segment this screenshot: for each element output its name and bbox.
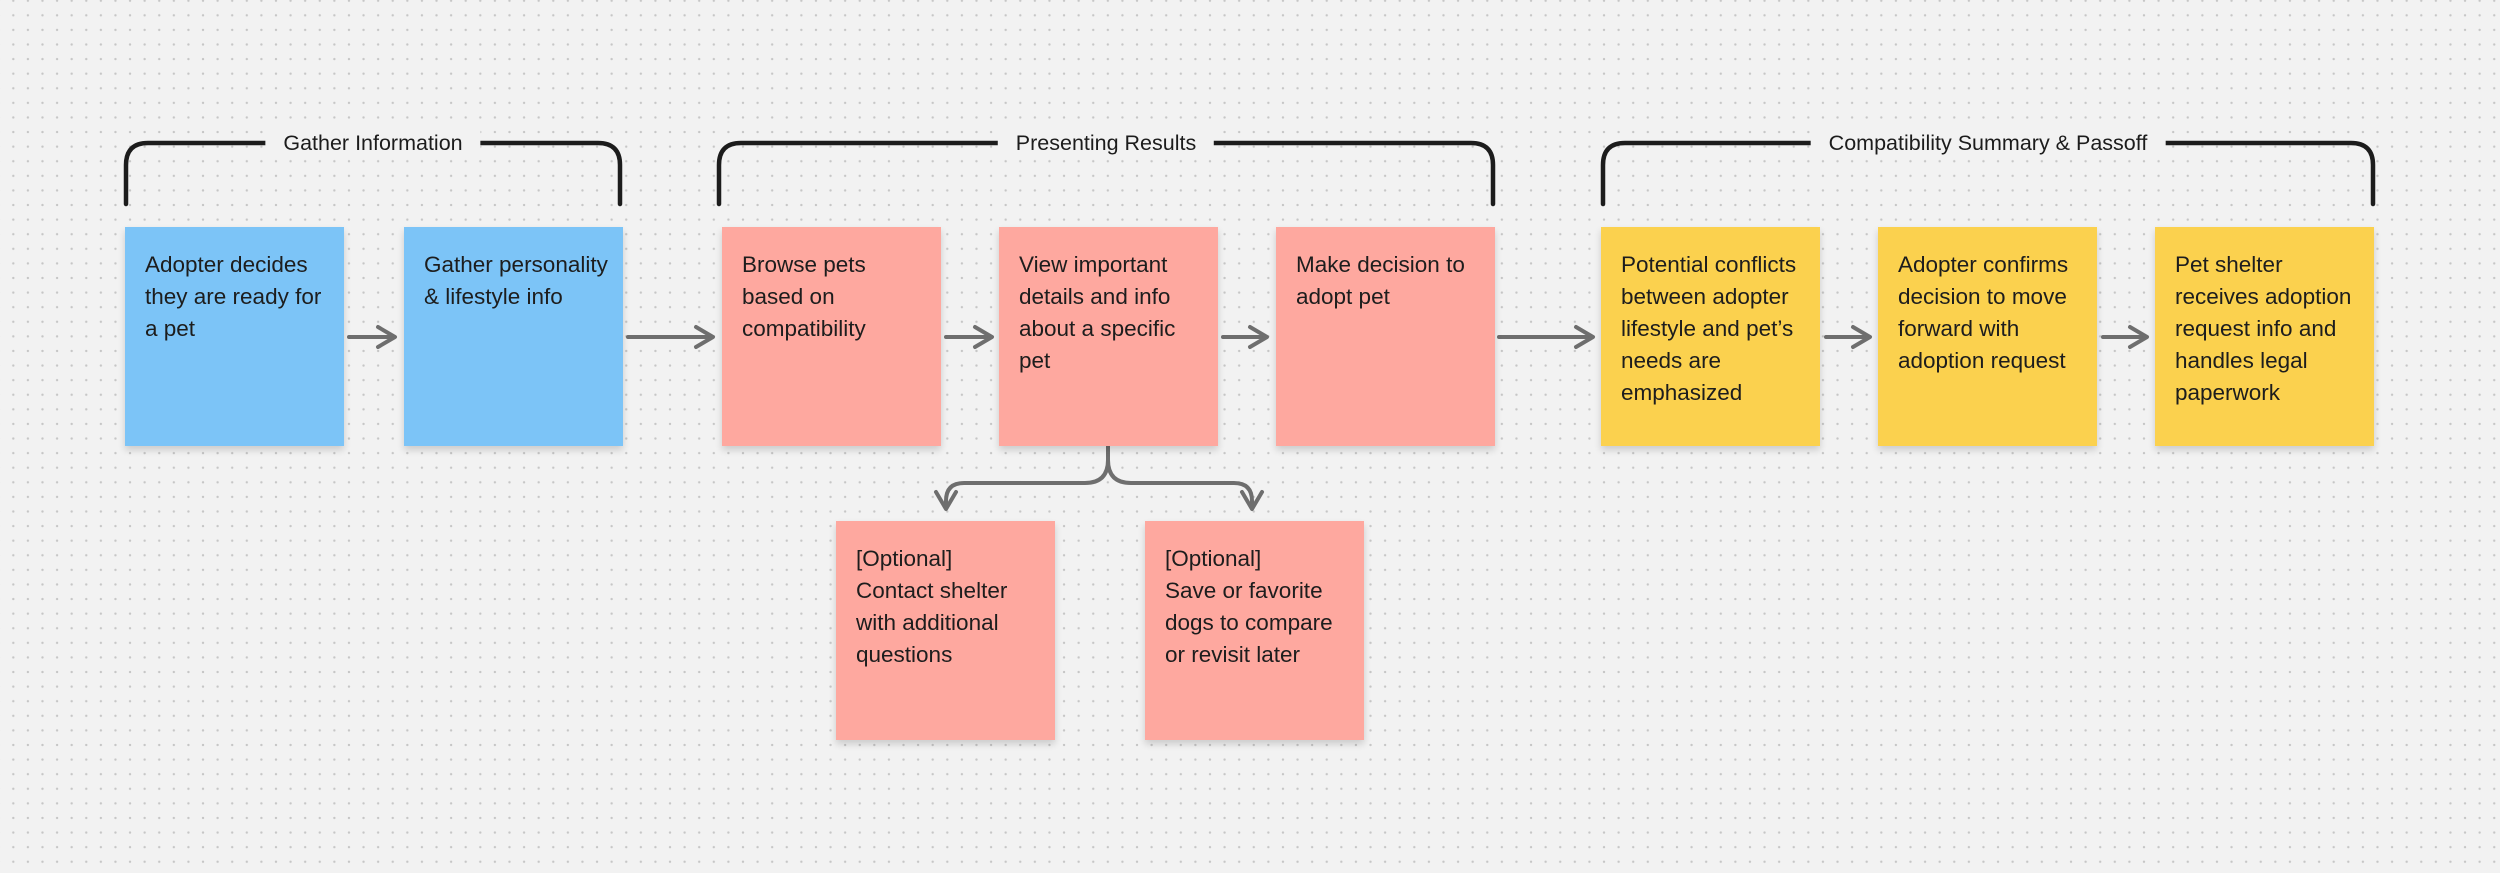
connector-note4-optional-save[interactable]: [1106, 444, 1264, 511]
sticky-note-text: Pet shelter receives adoption request in…: [2175, 252, 2352, 405]
sticky-note-text: [Optional] Contact shelter with addition…: [856, 546, 1008, 667]
sticky-note-adopter-ready[interactable]: Adopter decides they are ready for a pet: [125, 227, 344, 446]
sticky-note-potential-conflicts[interactable]: Potential conflicts between adopter life…: [1601, 227, 1820, 446]
sticky-note-adopter-confirms[interactable]: Adopter confirms decision to move forwar…: [1878, 227, 2097, 446]
sticky-note-text: Potential conflicts between adopter life…: [1621, 252, 1797, 405]
section-label-presenting-results[interactable]: Presenting Results: [997, 128, 1215, 158]
section-label-compatibility-summary[interactable]: Compatibility Summary & Passoff: [1810, 128, 2166, 158]
sticky-note-text: Browse pets based on compatibility: [742, 252, 866, 341]
sticky-note-text: Gather personality & lifestyle info: [424, 252, 608, 309]
sticky-note-gather-personality[interactable]: Gather personality & lifestyle info: [404, 227, 623, 446]
sticky-note-text: Make decision to adopt pet: [1296, 252, 1465, 309]
sticky-note-optional-contact[interactable]: [Optional] Contact shelter with addition…: [836, 521, 1055, 740]
connector-note4-optional-contact[interactable]: [934, 444, 1110, 511]
sticky-note-view-details[interactable]: View important details and info about a …: [999, 227, 1218, 446]
sticky-note-browse-pets[interactable]: Browse pets based on compatibility: [722, 227, 941, 446]
section-label-gather-information[interactable]: Gather Information: [265, 128, 481, 158]
sticky-note-text: Adopter decides they are ready for a pet: [145, 252, 322, 341]
sticky-note-text: [Optional] Save or favorite dogs to comp…: [1165, 546, 1333, 667]
sticky-note-shelter-receives[interactable]: Pet shelter receives adoption request in…: [2155, 227, 2374, 446]
sticky-note-make-decision[interactable]: Make decision to adopt pet: [1276, 227, 1495, 446]
sticky-note-optional-save[interactable]: [Optional] Save or favorite dogs to comp…: [1145, 521, 1364, 740]
sticky-note-text: Adopter confirms decision to move forwar…: [1898, 252, 2069, 373]
sticky-note-text: View important details and info about a …: [1019, 252, 1176, 373]
